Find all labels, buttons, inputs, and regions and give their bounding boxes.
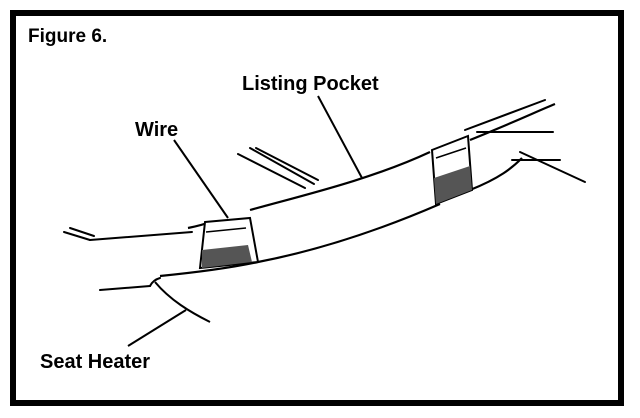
- leader-lines: [127, 95, 363, 347]
- wire-clip-left: [198, 216, 260, 270]
- seat-heater-label: Seat Heater: [40, 351, 150, 373]
- seat-heater-pad: [154, 281, 211, 323]
- listing-pocket-label: Listing Pocket: [242, 73, 379, 95]
- figure-title: Figure 6.: [28, 26, 107, 47]
- wire-clip-right: [430, 134, 474, 206]
- wire-label: Wire: [135, 119, 178, 141]
- listing-pocket-body: [159, 102, 556, 278]
